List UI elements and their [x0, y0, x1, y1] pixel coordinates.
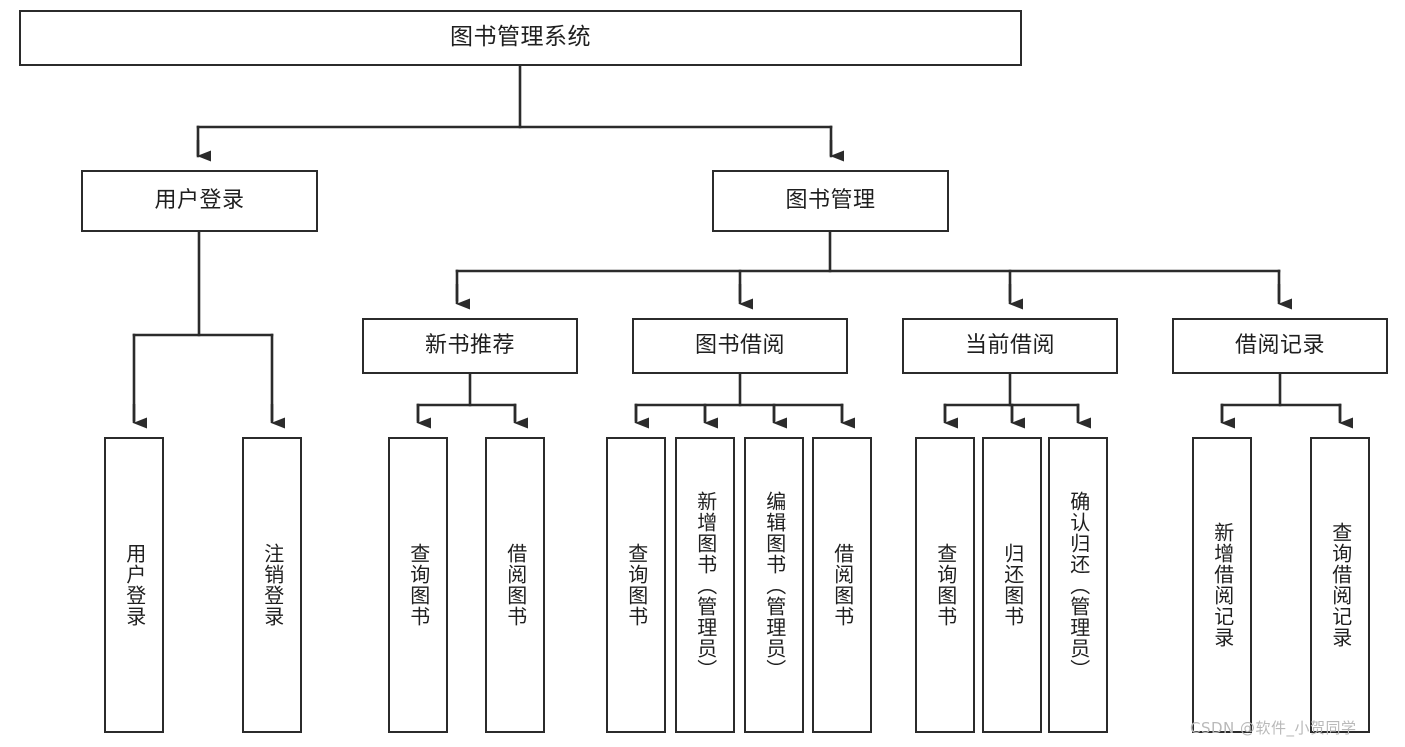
node-label: 图书借阅	[694, 333, 785, 359]
node-new-book-recommendation[interactable]: 新书推荐	[362, 318, 578, 374]
node-label: 注销登录	[260, 543, 285, 627]
leaf-current-query-books[interactable]: 查询图书	[915, 437, 975, 733]
node-label: 查询图书	[624, 543, 649, 627]
node-book-management[interactable]: 图书管理	[712, 170, 949, 232]
node-label: 图书管理	[785, 188, 876, 214]
leaf-borrow-borrow-books[interactable]: 借阅图书	[812, 437, 872, 733]
node-label: 查询图书	[406, 543, 431, 627]
leaf-borrow-add-book-admin[interactable]: 新增图书（管理员）	[675, 437, 735, 733]
leaf-borrow-query-books[interactable]: 查询图书	[606, 437, 666, 733]
node-root-book-management-system[interactable]: 图书管理系统	[19, 10, 1022, 66]
node-label: 新增借阅记录	[1210, 522, 1235, 648]
csdn-watermark: CSDN @软件_小贺同学	[1190, 719, 1357, 737]
node-book-borrowing[interactable]: 图书借阅	[632, 318, 848, 374]
leaf-current-confirm-return-admin[interactable]: 确认归还（管理员）	[1048, 437, 1108, 733]
node-label: 新书推荐	[424, 333, 515, 359]
node-user-login[interactable]: 用户登录	[81, 170, 318, 232]
leaf-current-return-books[interactable]: 归还图书	[982, 437, 1042, 733]
leaf-user-login-logout[interactable]: 注销登录	[242, 437, 302, 733]
node-current-borrowing[interactable]: 当前借阅	[902, 318, 1118, 374]
leaf-new-book-borrow-books[interactable]: 借阅图书	[485, 437, 545, 733]
node-label: 图书管理系统	[450, 24, 591, 51]
node-borrow-records[interactable]: 借阅记录	[1172, 318, 1388, 374]
leaf-record-add-borrow-record[interactable]: 新增借阅记录	[1192, 437, 1252, 733]
node-label: 借阅图书	[503, 543, 528, 627]
node-label: 归还图书	[1000, 543, 1025, 627]
node-label: 查询借阅记录	[1328, 522, 1353, 648]
leaf-record-query-borrow-record[interactable]: 查询借阅记录	[1310, 437, 1370, 733]
node-label: 借阅图书	[830, 543, 855, 627]
node-label: 用户登录	[122, 543, 147, 627]
node-label: 用户登录	[154, 188, 245, 214]
leaf-user-login-login[interactable]: 用户登录	[104, 437, 164, 733]
node-label: 编辑图书（管理员）	[762, 490, 787, 680]
node-label: 借阅记录	[1234, 333, 1325, 359]
node-label: 查询图书	[933, 543, 958, 627]
node-label: 新增图书（管理员）	[693, 490, 718, 680]
leaf-new-book-query-books[interactable]: 查询图书	[388, 437, 448, 733]
node-label: 当前借阅	[964, 333, 1055, 359]
node-label: 确认归还（管理员）	[1066, 490, 1091, 680]
leaf-borrow-edit-book-admin[interactable]: 编辑图书（管理员）	[744, 437, 804, 733]
